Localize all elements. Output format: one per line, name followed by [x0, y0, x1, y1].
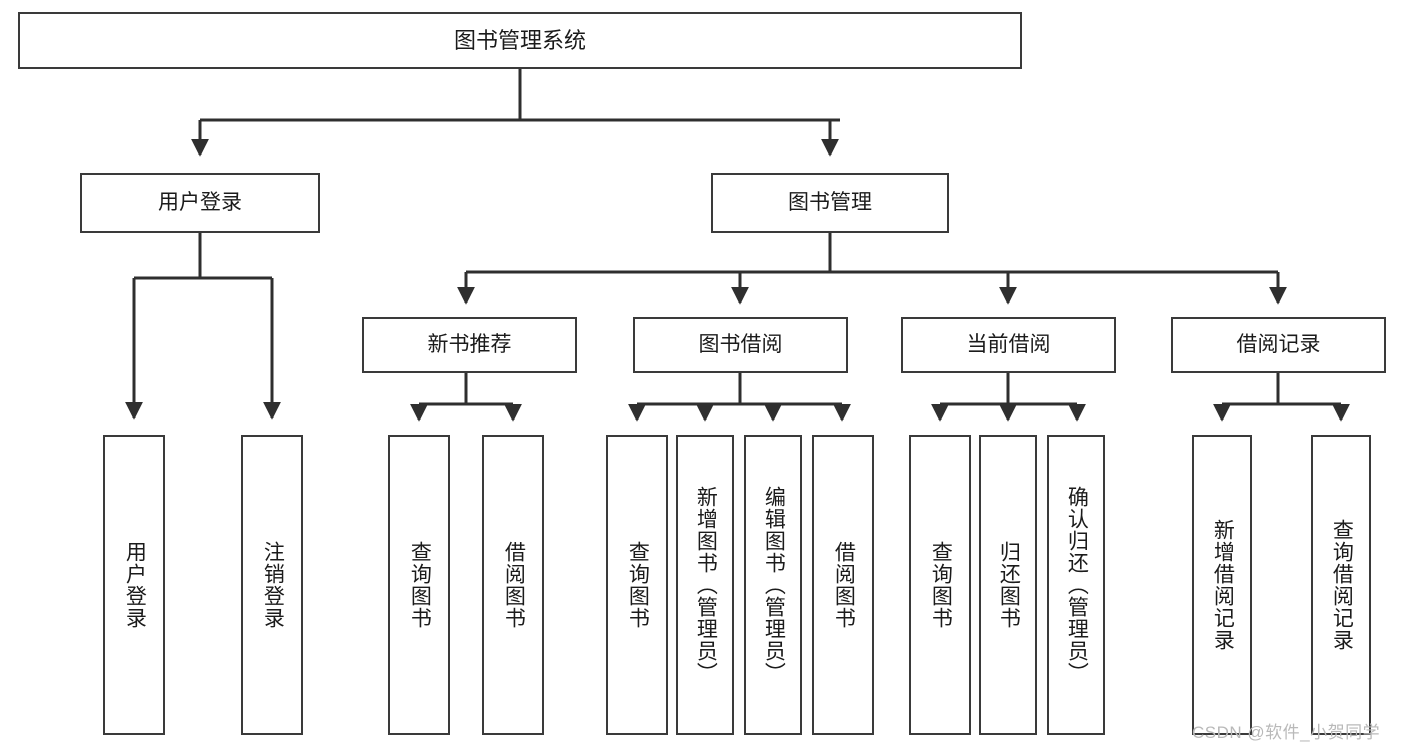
leaf-new-book-borrow[interactable]: 借阅图书 — [482, 435, 544, 735]
leaf-borrow-borrow-book[interactable]: 借阅图书 — [812, 435, 874, 735]
leaf-label: 新增图书（管理员） — [694, 486, 718, 684]
leaf-borrow-query-book[interactable]: 查询图书 — [606, 435, 668, 735]
leaf-current-confirm-return[interactable]: 确认归还（管理员） — [1047, 435, 1105, 735]
leaf-label: 查询图书 — [929, 541, 953, 629]
leaf-user-login-logout[interactable]: 注销登录 — [241, 435, 303, 735]
node-book-management[interactable]: 图书管理 — [711, 173, 949, 233]
node-borrow-record[interactable]: 借阅记录 — [1171, 317, 1386, 373]
node-borrow-record-label: 借阅记录 — [1236, 332, 1321, 356]
node-book-borrow-label: 图书借阅 — [698, 332, 783, 356]
node-current-borrow-label: 当前借阅 — [966, 332, 1051, 356]
node-user-login-label: 用户登录 — [158, 190, 242, 214]
leaf-current-return-book[interactable]: 归还图书 — [979, 435, 1037, 735]
leaf-label: 注销登录 — [261, 541, 285, 629]
leaf-label: 归还图书 — [997, 541, 1021, 629]
leaf-record-add[interactable]: 新增借阅记录 — [1192, 435, 1252, 735]
leaf-label: 借阅图书 — [832, 541, 856, 629]
node-book-borrow[interactable]: 图书借阅 — [633, 317, 848, 373]
leaf-user-login-login[interactable]: 用户登录 — [103, 435, 165, 735]
leaf-label: 借阅图书 — [502, 541, 526, 629]
node-new-book-recommend[interactable]: 新书推荐 — [362, 317, 577, 373]
leaf-label: 确认归还（管理员） — [1065, 486, 1089, 684]
leaf-current-query-book[interactable]: 查询图书 — [909, 435, 971, 735]
leaf-label: 查询图书 — [408, 541, 432, 629]
leaf-label: 查询借阅记录 — [1330, 519, 1354, 651]
node-current-borrow[interactable]: 当前借阅 — [901, 317, 1116, 373]
leaf-record-query[interactable]: 查询借阅记录 — [1311, 435, 1371, 735]
node-book-management-label: 图书管理 — [788, 190, 872, 214]
leaf-label: 新增借阅记录 — [1211, 519, 1235, 651]
csdn-watermark: CSDN @软件_小贺同学 — [1192, 723, 1381, 742]
node-user-login[interactable]: 用户登录 — [80, 173, 320, 233]
leaf-label: 编辑图书（管理员） — [762, 486, 786, 684]
node-root[interactable]: 图书管理系统 — [18, 12, 1022, 69]
node-new-book-recommend-label: 新书推荐 — [427, 332, 512, 356]
leaf-label: 查询图书 — [626, 541, 650, 629]
leaf-label: 用户登录 — [123, 541, 147, 629]
leaf-borrow-add-book[interactable]: 新增图书（管理员） — [676, 435, 734, 735]
leaf-new-book-query[interactable]: 查询图书 — [388, 435, 450, 735]
node-root-label: 图书管理系统 — [453, 27, 586, 53]
leaf-borrow-edit-book[interactable]: 编辑图书（管理员） — [744, 435, 802, 735]
